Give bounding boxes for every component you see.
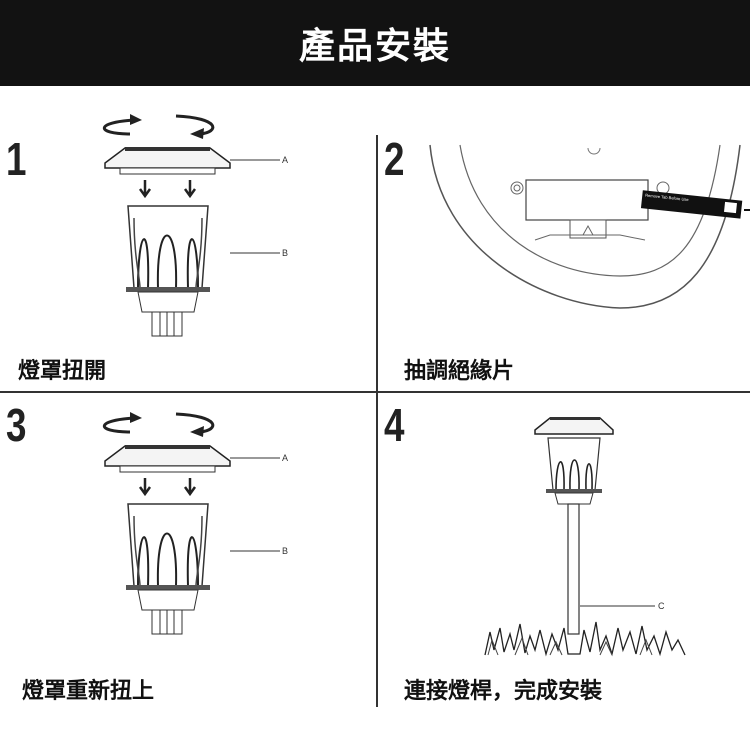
step-2-battery-tab-diagram: Remove Tab Before Use bbox=[429, 144, 750, 309]
step-1-number: 1 bbox=[6, 133, 27, 185]
step-4-caption: 連接燈桿，完成安裝 bbox=[404, 679, 603, 704]
label-b: B bbox=[282, 546, 288, 556]
step-4-installed-lamp-diagram: C bbox=[484, 417, 686, 657]
page-title: 產品安裝 bbox=[298, 26, 451, 67]
label-c: C bbox=[658, 601, 665, 611]
step-2-number: 2 bbox=[384, 133, 405, 185]
step-3-number: 3 bbox=[6, 399, 27, 451]
header-bar: 產品安裝 bbox=[0, 0, 750, 86]
step-2-caption: 抽調絕緣片 bbox=[404, 359, 515, 384]
label-a: A bbox=[282, 453, 288, 463]
step-1-lamp-exploded-diagram: A B bbox=[102, 112, 288, 338]
step-3-lamp-exploded-diagram: A B bbox=[102, 410, 288, 636]
label-b: B bbox=[282, 248, 288, 258]
horizontal-divider bbox=[0, 391, 750, 393]
label-a: A bbox=[282, 155, 288, 165]
step-1-caption: 燈罩扭開 bbox=[18, 359, 107, 384]
vertical-divider bbox=[376, 135, 378, 707]
step-3-caption: 燈罩重新扭上 bbox=[22, 679, 155, 704]
battery-tab-text: Remove Tab Before Use bbox=[645, 193, 690, 203]
step-4-number: 4 bbox=[384, 399, 405, 451]
